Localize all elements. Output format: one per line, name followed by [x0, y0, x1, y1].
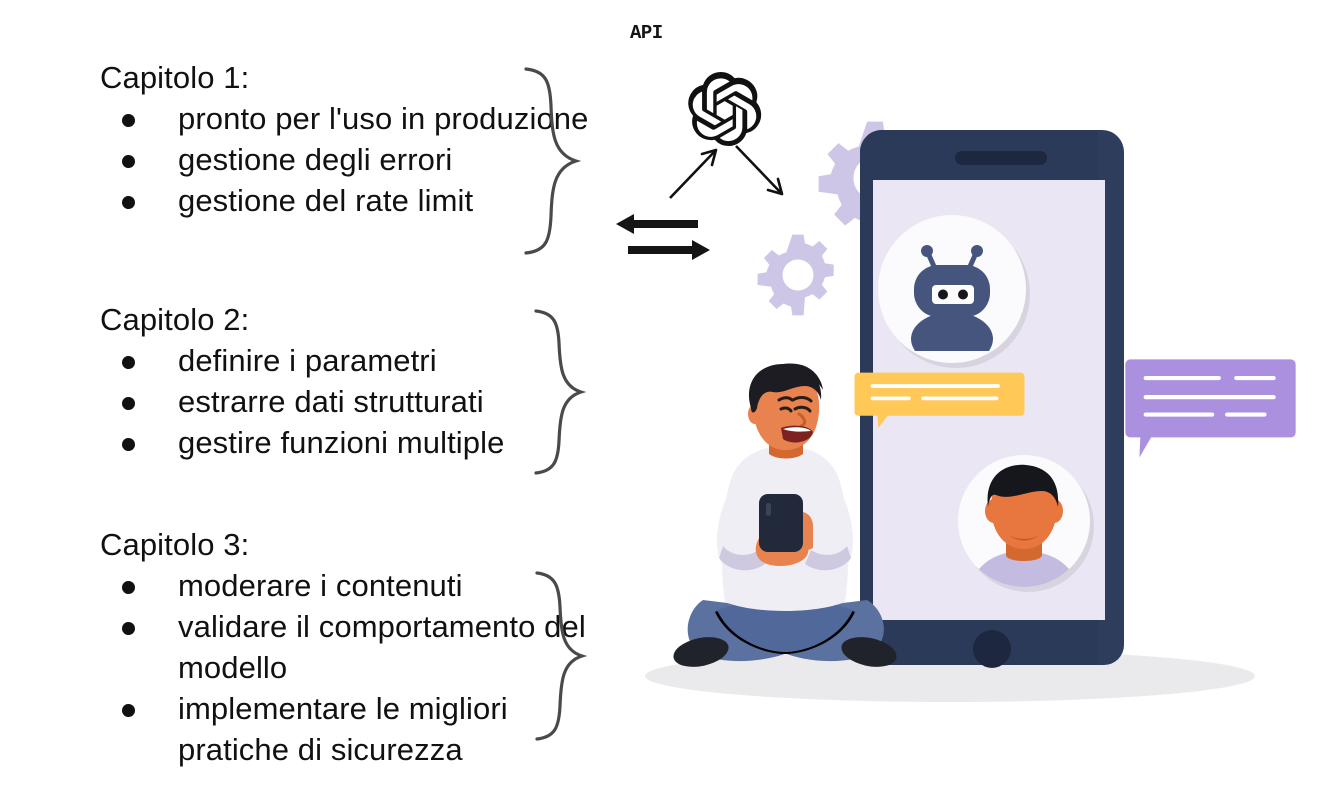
- list-item: gestione degli errori: [100, 139, 588, 180]
- list-item-label: gestione degli errori: [178, 142, 453, 177]
- list-item: definire i parametri: [100, 340, 504, 381]
- list-item-label: moderare i contenuti: [178, 568, 463, 603]
- list-item-label: implementare le migliori pratiche di sic…: [178, 691, 508, 767]
- bullet-dot-icon: [122, 622, 135, 635]
- chapter-title: Capitolo 1:: [100, 60, 250, 95]
- robot-avatar: [878, 215, 1026, 363]
- chat-bubble-purple: [1125, 359, 1296, 458]
- bullet-dot-icon: [122, 155, 135, 168]
- outline-panel: Capitolo 1: pronto per l'uso in produzio…: [0, 0, 620, 800]
- chapter-block-3: Capitolo 3: moderare i contenuti validar…: [100, 525, 620, 770]
- seated-person: [673, 363, 897, 667]
- chapter-bullets: definire i parametri estrarre dati strut…: [100, 340, 504, 463]
- bullet-dot-icon: [122, 704, 135, 717]
- gear-small-icon: [755, 232, 841, 318]
- phone-home-button[interactable]: [973, 630, 1011, 668]
- bullet-dot-icon: [122, 397, 135, 410]
- list-item: moderare i contenuti: [100, 565, 620, 606]
- api-label-text: API: [630, 22, 663, 44]
- list-item-label: estrarre dati strutturati: [178, 384, 484, 419]
- openai-logo-icon: [688, 71, 762, 147]
- list-item: gestire funzioni multiple: [100, 422, 504, 463]
- list-item: pronto per l'uso in produzione: [100, 98, 588, 139]
- list-item: estrarre dati strutturati: [100, 381, 504, 422]
- phone-speaker-icon: [955, 151, 1047, 165]
- chapter-title: Capitolo 3:: [100, 527, 250, 562]
- robot-icon: [911, 245, 993, 351]
- list-item: implementare le migliori pratiche di sic…: [100, 688, 620, 770]
- list-item: gestione del rate limit: [100, 180, 588, 221]
- list-item-label: gestire funzioni multiple: [178, 425, 505, 460]
- list-item-label: pronto per l'uso in produzione: [178, 101, 589, 136]
- curly-brace-icon: [534, 308, 587, 476]
- bullet-dot-icon: [122, 196, 135, 209]
- user-avatar: [958, 455, 1090, 587]
- chat-bubble-yellow: [854, 372, 1025, 428]
- api-exchange-icon: [614, 208, 714, 270]
- list-item-label: validare il comportamento del modello: [178, 609, 586, 685]
- arrow-up-right-icon: [666, 140, 728, 207]
- chapter-bullets: pronto per l'uso in produzione gestione …: [100, 98, 588, 221]
- bullet-dot-icon: [122, 114, 135, 127]
- illustration-panel: API: [600, 0, 1344, 800]
- list-item: validare il comportamento del modello: [100, 606, 620, 688]
- arrow-down-right-icon: [732, 140, 794, 207]
- chapter-block-2: Capitolo 2: definire i parametri estrarr…: [100, 300, 504, 463]
- bullet-dot-icon: [122, 356, 135, 369]
- list-item-label: gestione del rate limit: [178, 183, 474, 218]
- chapter-title: Capitolo 2:: [100, 302, 250, 337]
- avatar-circle-background: [958, 455, 1090, 587]
- list-item-label: definire i parametri: [178, 343, 437, 378]
- bullet-dot-icon: [122, 438, 135, 451]
- bullet-dot-icon: [122, 581, 135, 594]
- chapter-block-1: Capitolo 1: pronto per l'uso in produzio…: [100, 58, 588, 221]
- person-icon: [970, 464, 1078, 587]
- chapter-bullets: moderare i contenuti validare il comport…: [100, 565, 620, 770]
